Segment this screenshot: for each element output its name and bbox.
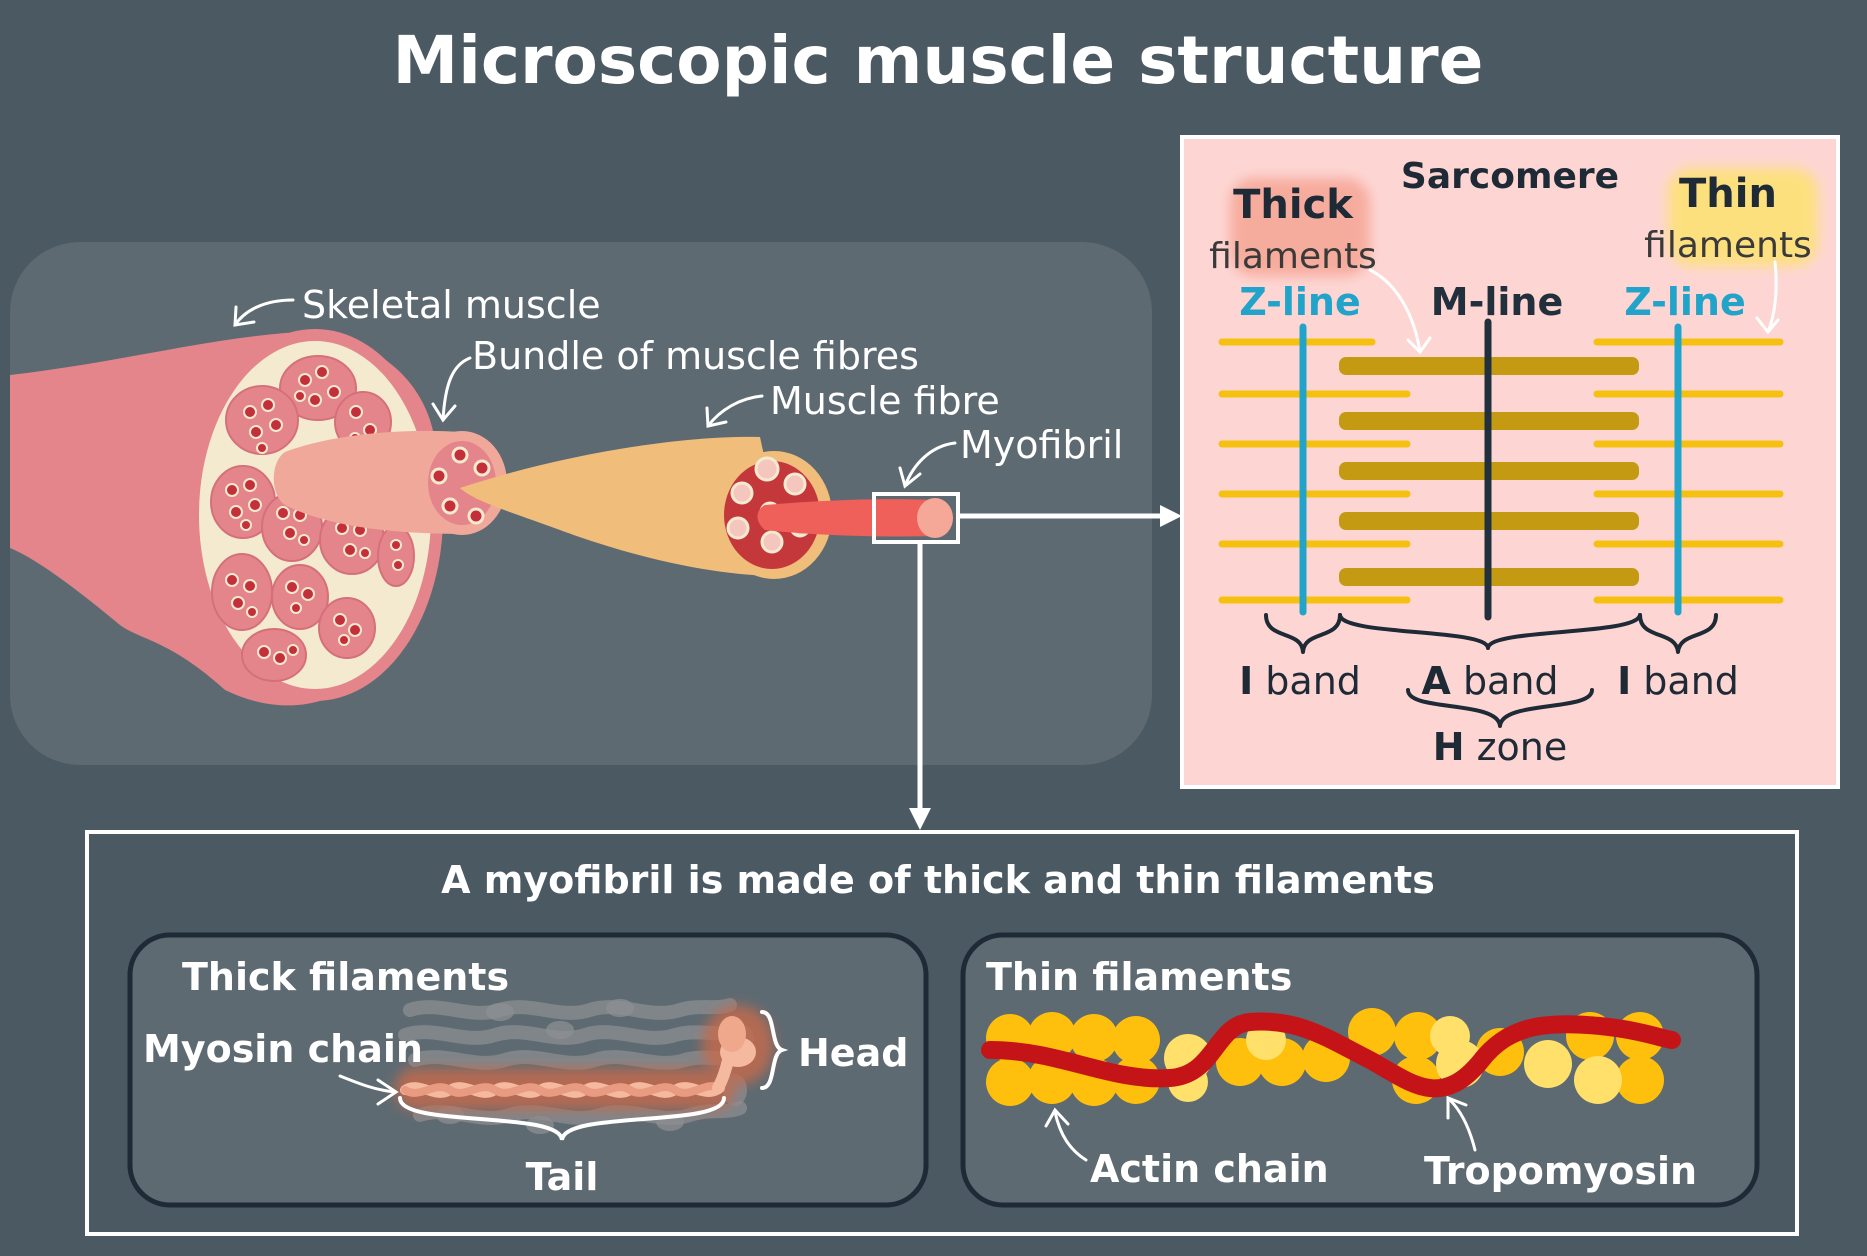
fibre-pointer (706, 394, 764, 428)
skeletal-muscle-illustration (10, 329, 443, 706)
skeletal-muscle-pointer (233, 298, 295, 327)
bundle-pointer (441, 356, 472, 422)
thin-filaments-key: Thin filaments (1644, 168, 1818, 266)
i-band-left-word: band (1265, 659, 1361, 703)
bundle-label: Bundle of muscle fibres (472, 334, 919, 378)
i-band-right-brace (1638, 613, 1718, 654)
myofibril-filaments-panel: A myofibril is made of thick and thin fi… (85, 830, 1799, 1236)
myosin-highlight (400, 1016, 756, 1098)
thick-filaments-card: Thick filaments (127, 932, 929, 1208)
z-line-left-label: Z-line (1239, 280, 1361, 324)
h-zone-word: zone (1477, 725, 1568, 769)
a-band-brace (1338, 613, 1642, 650)
m-line-label: M-line (1431, 280, 1563, 324)
thin-key-title: Thin (1679, 171, 1777, 217)
thin-filaments-card: Thin filaments Actin chain (960, 932, 1760, 1208)
tail-label: Tail (526, 1155, 599, 1199)
tropomyosin-strand (981, 1012, 1681, 1098)
bundle-pointer-head (431, 402, 457, 423)
thick-key-sub: filaments (1209, 236, 1377, 277)
fibre-pointer-head (705, 406, 728, 428)
i-band-right-label: I band (1617, 659, 1739, 703)
myosin-pointer-head (376, 1078, 399, 1106)
thick-key-pointer (1368, 268, 1422, 354)
head-label: Head (798, 1031, 908, 1075)
myofibril-label: Myofibril (960, 423, 1123, 467)
sarcomere-title: Sarcomere (1401, 156, 1619, 197)
a-band-letter: A (1421, 659, 1451, 703)
thin-card-title: Thin filaments (986, 955, 1292, 999)
myosin-chain-label: Myosin chain (143, 1027, 423, 1071)
thin-filaments-left (1218, 338, 1411, 604)
sarcomere-panel: Sarcomere Thick filaments Thin filaments… (1180, 135, 1840, 789)
tropomyosin-label: Tropomyosin (1424, 1149, 1697, 1193)
head-brace (760, 1010, 789, 1090)
actin-chain-label: Actin chain (1090, 1147, 1329, 1191)
tail-brace (398, 1096, 726, 1141)
muscle-fibre-illustration (460, 436, 832, 579)
myosin-pointer (338, 1074, 397, 1094)
i-band-left-label: I band (1239, 659, 1361, 703)
thick-key-pointer-head (1406, 336, 1432, 355)
myofibril-panel-heading: A myofibril is made of thick and thin fi… (441, 858, 1435, 902)
skeletal-muscle-label: Skeletal muscle (302, 283, 601, 327)
tropomyosin-pointer (1448, 1098, 1477, 1152)
thin-key-sub: filaments (1644, 225, 1812, 266)
thin-key-pointer-head (1755, 316, 1780, 335)
h-zone-label: H zone (1433, 725, 1568, 769)
thick-filaments-key: Thick filaments (1209, 178, 1377, 277)
fibre-bundle-illustration (273, 430, 507, 535)
h-zone-letter: H (1433, 725, 1465, 769)
muscle-fibre-label: Muscle fibre (770, 379, 1000, 423)
thin-filaments-right (1593, 338, 1784, 604)
i-band-left-brace (1264, 613, 1342, 654)
h-zone-brace (1406, 688, 1594, 728)
i-band-left-letter: I (1239, 659, 1253, 703)
a-band-label: A band (1421, 659, 1558, 703)
thick-key-title: Thick (1233, 182, 1354, 228)
z-line-right-label: Z-line (1624, 280, 1746, 324)
skeletal-muscle-pointer-head (233, 305, 256, 327)
page-title: Microscopic muscle structure (393, 22, 1484, 99)
myofibril-pointer (903, 441, 957, 488)
thick-card-title: Thick filaments (182, 955, 509, 999)
i-band-right-word: band (1643, 659, 1739, 703)
connector-arrows (909, 505, 1182, 830)
a-band-word: band (1463, 659, 1559, 703)
tropomyosin-pointer-head (1446, 1095, 1468, 1120)
myofibril-pointer-head (898, 466, 922, 489)
thin-key-pointer (1766, 260, 1778, 334)
i-band-right-letter: I (1617, 659, 1631, 703)
overview-pointers (233, 298, 957, 489)
actin-pointer-head (1044, 1107, 1070, 1128)
actin-pointer (1053, 1110, 1088, 1162)
